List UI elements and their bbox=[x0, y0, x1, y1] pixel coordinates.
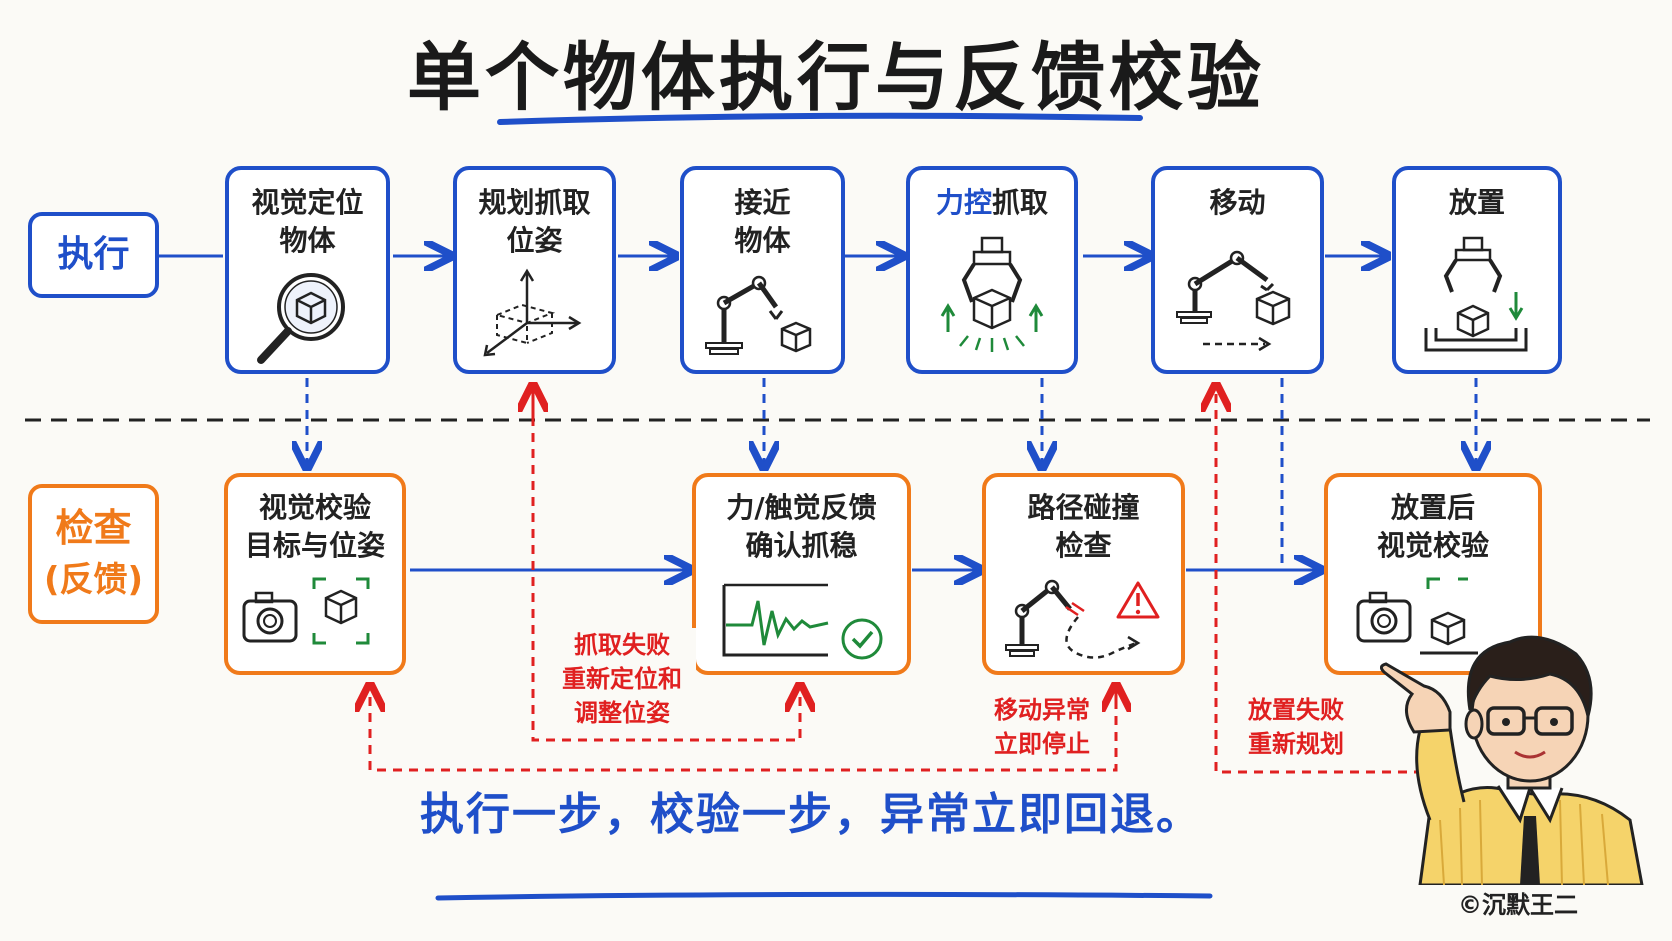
exec-step-plan: 规划抓取 位姿 bbox=[453, 166, 616, 374]
presenter-illustration bbox=[1380, 635, 1644, 885]
3d-axes-icon bbox=[483, 268, 582, 357]
row-label-check: 检查 (反馈) bbox=[28, 484, 159, 624]
check-step-force-label: 力/触觉反馈 确认抓稳 bbox=[726, 491, 877, 562]
check-step-placement-label: 放置后 视觉校验 bbox=[1376, 491, 1489, 562]
check-step-collision: 路径碰撞 检查 bbox=[982, 473, 1185, 675]
check-step-visual-label: 视觉校验 目标与位姿 bbox=[244, 491, 385, 562]
collision-warning-icon bbox=[1005, 579, 1160, 659]
magnifier-cube-icon bbox=[257, 273, 345, 364]
exec-step-grasp: 力控抓取 bbox=[906, 166, 1078, 374]
exec-step-locate-label: 视觉定位 物体 bbox=[251, 186, 364, 257]
grasp-fail-note: 抓取失败 重新定位和 调整位姿 bbox=[548, 628, 696, 730]
row-label-feedback-text: (反馈) bbox=[43, 560, 144, 600]
force-graph-check-icon bbox=[722, 583, 883, 660]
grasp-label-rest: 抓取 bbox=[992, 186, 1049, 219]
red-loop-move bbox=[370, 688, 1118, 772]
exec-step-plan-label: 规划抓取 位姿 bbox=[478, 186, 591, 257]
red-loop-place bbox=[1216, 388, 1423, 774]
exec-step-approach-label: 接近 物体 bbox=[734, 186, 791, 257]
check-step-force: 力/触觉反馈 确认抓稳 bbox=[692, 473, 911, 675]
motto-text: 执行一步，校验一步，异常立即回退。 bbox=[420, 789, 1202, 840]
exec-step-place: 放置 bbox=[1392, 166, 1562, 374]
exec-step-place-label: 放置 bbox=[1448, 186, 1505, 219]
exec-step-move-label: 移动 bbox=[1209, 186, 1266, 219]
robot-arm-move-icon bbox=[1176, 250, 1291, 352]
gripper-place-icon bbox=[1424, 236, 1528, 352]
grasp-label-accent: 力控 bbox=[935, 186, 992, 219]
gripper-grasp-icon bbox=[940, 236, 1044, 352]
check-step-collision-label: 路径碰撞 检查 bbox=[1027, 491, 1140, 562]
row-label-execute-text: 执行 bbox=[57, 234, 130, 275]
camera-placement-icon bbox=[1356, 577, 1478, 655]
exec-step-locate: 视觉定位 物体 bbox=[225, 166, 390, 374]
red-loop-grasp bbox=[531, 385, 800, 742]
exec-step-move: 移动 bbox=[1151, 166, 1324, 374]
exec-step-grasp-label: 力控抓取 bbox=[910, 184, 1074, 222]
robot-arm-approach-icon bbox=[705, 275, 812, 355]
camera-target-icon bbox=[242, 577, 370, 645]
place-fail-note: 放置失败 重新规划 bbox=[1236, 693, 1356, 761]
check-step-placement: 放置后 视觉校验 bbox=[1324, 473, 1542, 675]
row-label-check-text: 检查 bbox=[55, 506, 132, 550]
exec-step-approach: 接近 物体 bbox=[680, 166, 845, 374]
row-label-execute: 执行 bbox=[28, 212, 159, 298]
move-fail-note: 移动异常 立即停止 bbox=[982, 693, 1102, 761]
page-title: 单个物体执行与反馈校验 bbox=[407, 35, 1265, 121]
check-step-visual: 视觉校验 目标与位姿 bbox=[224, 473, 406, 675]
copyright-text: ©沉默王二 bbox=[1458, 891, 1578, 919]
